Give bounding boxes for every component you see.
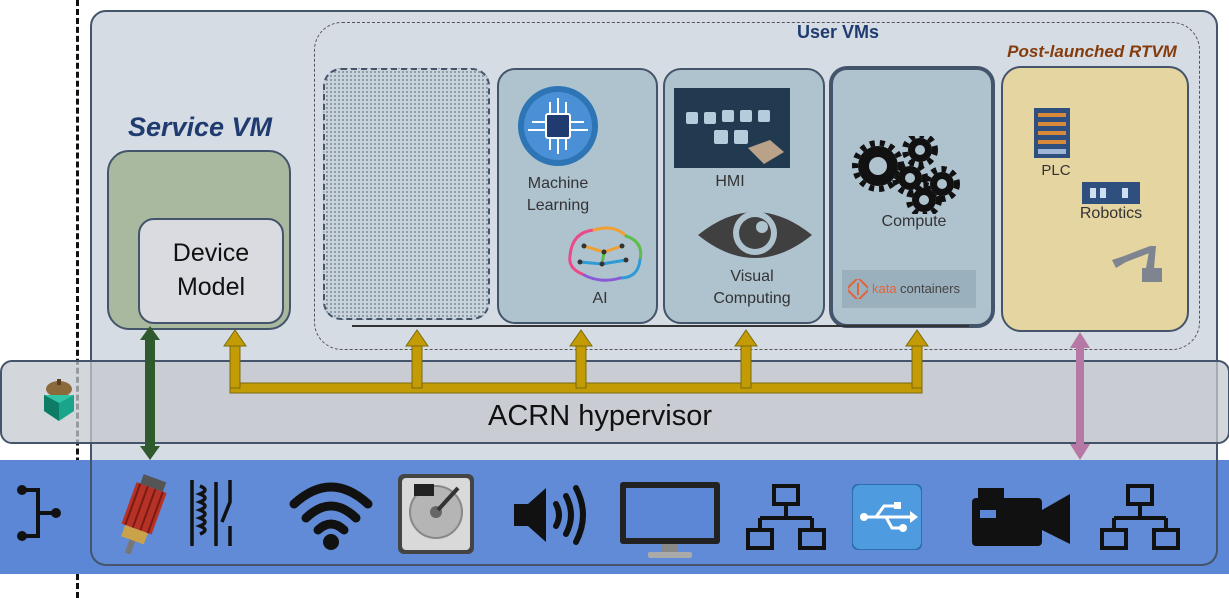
plc-label: PLC bbox=[1041, 162, 1071, 179]
device-model-label: Device Model bbox=[138, 236, 284, 304]
user-vms-title: User VMs bbox=[796, 22, 880, 42]
ml-label-line2: Learning bbox=[526, 197, 590, 214]
virtual-device-bus bbox=[223, 329, 929, 394]
kata-suffix: containers bbox=[900, 281, 960, 296]
speaker-icon bbox=[514, 485, 586, 545]
gpio-icon bbox=[17, 485, 61, 541]
relay-icon bbox=[190, 480, 232, 546]
usb-icon bbox=[852, 484, 922, 550]
hmi-label: HMI bbox=[715, 173, 745, 190]
network-icon bbox=[746, 484, 826, 550]
ai-label: AI bbox=[592, 290, 608, 307]
kata-logo-icon bbox=[848, 279, 868, 299]
monitor-icon bbox=[620, 482, 720, 558]
robotics-label: Robotics bbox=[1079, 205, 1143, 222]
plc-icon bbox=[1034, 108, 1070, 158]
visual-computing-label: Visual Computing bbox=[690, 266, 814, 310]
ml-label-line1: Machine bbox=[527, 175, 589, 192]
device-model-line2: Model bbox=[176, 273, 246, 301]
rtvm-title: Post-launched RTVM bbox=[1007, 42, 1177, 61]
hmi-touchscreen-icon bbox=[674, 88, 790, 168]
camera-icon bbox=[972, 488, 1070, 546]
visual-computing-line1: Visual bbox=[730, 268, 774, 285]
robot-arm-icon bbox=[1112, 246, 1162, 282]
empty-user-vm-slot bbox=[323, 68, 490, 320]
platform-divider-line bbox=[76, 0, 79, 598]
kata-prefix: kata bbox=[872, 281, 897, 296]
hard-disk-icon bbox=[398, 474, 474, 554]
wifi-icon bbox=[289, 482, 373, 550]
robot-controller-icon bbox=[1082, 182, 1140, 204]
eye-icon bbox=[698, 211, 812, 258]
device-model-box bbox=[138, 218, 284, 324]
gears-icon bbox=[852, 136, 960, 214]
kata-containers-logo: kata containers bbox=[842, 270, 976, 308]
motor-icon bbox=[121, 474, 167, 555]
passthrough-arrow bbox=[140, 326, 160, 460]
service-vm-title: Service VM bbox=[127, 112, 273, 142]
machine-learning-icon bbox=[518, 86, 598, 166]
visual-computing-line2: Computing bbox=[713, 290, 791, 307]
ml-label: Machine Learning bbox=[506, 173, 610, 217]
device-model-line1: Device bbox=[172, 239, 250, 267]
user-vms-group bbox=[314, 22, 1200, 350]
ai-brain-icon bbox=[568, 226, 643, 282]
compute-label: Compute bbox=[881, 213, 947, 230]
acrn-logo-icon bbox=[44, 379, 74, 421]
rtvm-passthrough-arrow bbox=[1070, 332, 1090, 460]
user-vm-baseline bbox=[352, 325, 969, 327]
hypervisor-label: ACRN hypervisor bbox=[488, 400, 712, 432]
network-icon bbox=[1100, 484, 1180, 550]
hypervisor-band bbox=[0, 360, 1229, 444]
